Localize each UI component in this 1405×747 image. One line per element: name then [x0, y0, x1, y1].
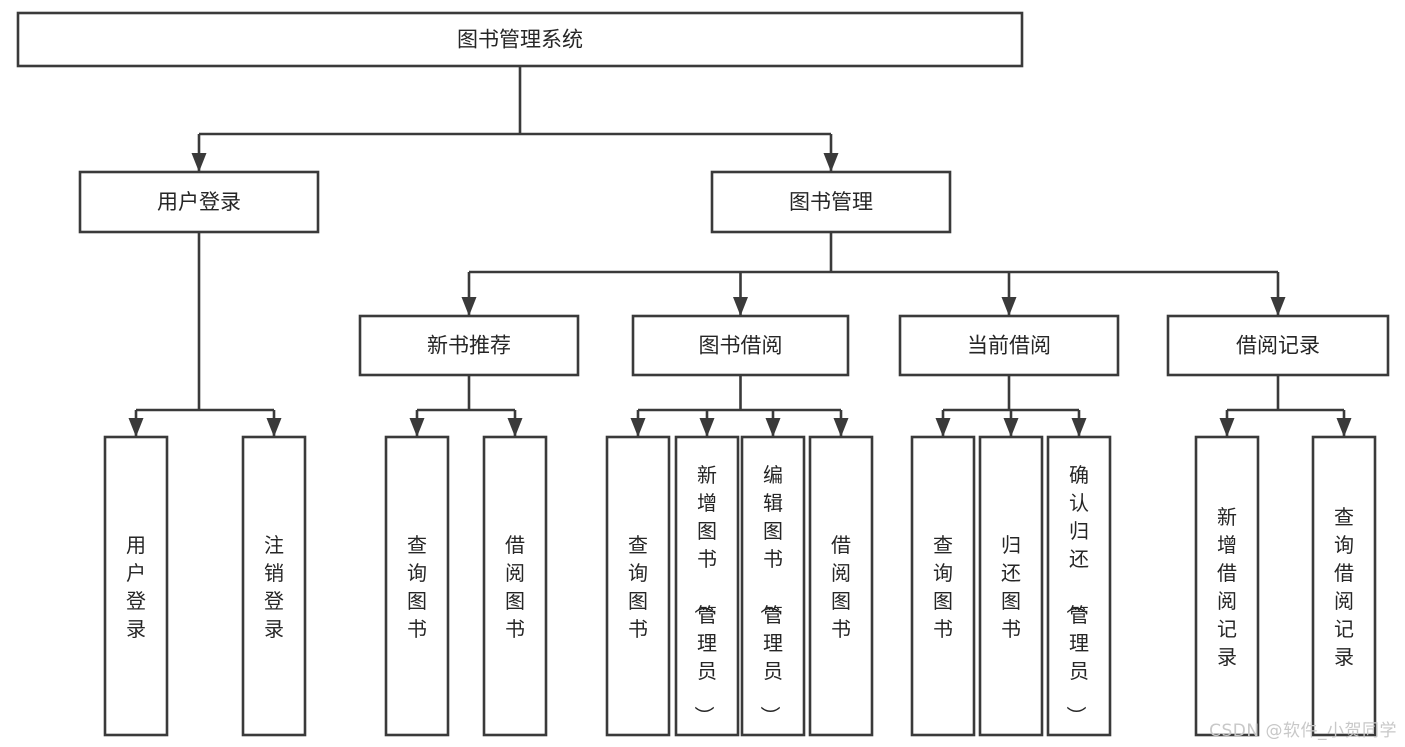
leaf-confirm-return-label: 确认归还（管理员） — [1064, 463, 1089, 726]
connectors-layer — [128, 66, 1352, 437]
current-borrow-box[interactable] — [898, 314, 1120, 377]
leaf-query-book-1-box[interactable] — [384, 435, 450, 737]
leaf-add-book-box[interactable] — [674, 435, 740, 737]
leaf-query-book-1-label: 查询图书 — [407, 533, 427, 641]
arrow-head-icon — [128, 418, 144, 437]
leaf-user-login-box[interactable] — [103, 435, 169, 737]
leaf-add-book-node[interactable]: 新增图书（管理员） — [674, 435, 740, 737]
leaf-edit-book-box[interactable] — [740, 435, 806, 737]
borrow-record-node[interactable]: 借阅记录 — [1166, 314, 1390, 377]
arrow-head-icon — [266, 418, 282, 437]
user-login-label: 用户登录 — [157, 190, 241, 214]
book-manage-node[interactable]: 图书管理 — [710, 170, 952, 234]
leaf-add-record-label: 新增借阅记录 — [1217, 505, 1237, 669]
root-label: 图书管理系统 — [457, 28, 583, 52]
leaf-query-record-box[interactable] — [1311, 435, 1377, 737]
arrow-head-icon — [507, 418, 523, 437]
root-box[interactable] — [16, 11, 1024, 68]
leaf-query-book-3-label: 查询图书 — [933, 533, 953, 641]
book-borrow-node[interactable]: 图书借阅 — [631, 314, 850, 377]
leaf-query-book-2-label: 查询图书 — [628, 533, 648, 641]
arrow-head-icon — [461, 297, 477, 316]
leaf-logout-label: 注销登录 — [264, 533, 284, 641]
arrow-head-icon — [1219, 418, 1235, 437]
arrow-head-icon — [935, 418, 951, 437]
leaf-logout-node[interactable]: 注销登录 — [241, 435, 307, 737]
leaf-borrow-book-2-node[interactable]: 借阅图书 — [808, 435, 874, 737]
leaf-borrow-book-1-box[interactable] — [482, 435, 548, 737]
arrow-head-icon — [699, 418, 715, 437]
nodes-layer: 图书管理系统用户登录图书管理新书推荐图书借阅当前借阅借阅记录用户登录注销登录查询… — [16, 11, 1390, 737]
leaf-add-book-label: 新增图书（管理员） — [692, 463, 717, 726]
arrow-head-icon — [1001, 297, 1017, 316]
new-book-recommend-label: 新书推荐 — [427, 334, 511, 358]
leaf-user-login-node[interactable]: 用户登录 — [103, 435, 169, 737]
leaf-query-book-1-node[interactable]: 查询图书 — [384, 435, 450, 737]
leaf-logout-box[interactable] — [241, 435, 307, 737]
book-borrow-box[interactable] — [631, 314, 850, 377]
book-manage-box[interactable] — [710, 170, 952, 234]
arrow-head-icon — [1270, 297, 1286, 316]
root-node[interactable]: 图书管理系统 — [16, 11, 1024, 68]
arrow-head-icon — [765, 418, 781, 437]
leaf-return-book-label: 归还图书 — [1001, 533, 1021, 641]
user-login-box[interactable] — [78, 170, 320, 234]
arrow-head-icon — [733, 297, 748, 316]
current-borrow-node[interactable]: 当前借阅 — [898, 314, 1120, 377]
leaf-query-record-label: 查询借阅记录 — [1334, 505, 1354, 669]
arrow-head-icon — [833, 418, 849, 437]
leaf-add-record-box[interactable] — [1194, 435, 1260, 737]
leaf-return-book-node[interactable]: 归还图书 — [978, 435, 1044, 737]
user-login-node[interactable]: 用户登录 — [78, 170, 320, 234]
current-borrow-label: 当前借阅 — [967, 334, 1051, 358]
book-manage-label: 图书管理 — [789, 190, 873, 214]
leaf-return-book-box[interactable] — [978, 435, 1044, 737]
leaf-query-book-2-node[interactable]: 查询图书 — [605, 435, 671, 737]
leaf-confirm-return-node[interactable]: 确认归还（管理员） — [1046, 435, 1112, 737]
book-borrow-label: 图书借阅 — [699, 334, 783, 358]
leaf-borrow-book-1-node[interactable]: 借阅图书 — [482, 435, 548, 737]
arrow-head-icon — [1336, 418, 1352, 437]
arrow-head-icon — [630, 418, 646, 437]
new-book-recommend-node[interactable]: 新书推荐 — [358, 314, 580, 377]
new-book-recommend-box[interactable] — [358, 314, 580, 377]
arrow-head-icon — [823, 153, 839, 172]
leaf-query-book-3-node[interactable]: 查询图书 — [910, 435, 976, 737]
arrow-head-icon — [191, 153, 207, 172]
leaf-confirm-return-box[interactable] — [1046, 435, 1112, 737]
leaf-borrow-book-2-label: 借阅图书 — [831, 533, 851, 641]
leaf-query-book-3-box[interactable] — [910, 435, 976, 737]
leaf-edit-book-label: 编辑图书（管理员） — [758, 463, 783, 726]
leaf-query-book-2-box[interactable] — [605, 435, 671, 737]
leaf-borrow-book-1-label: 借阅图书 — [505, 533, 525, 641]
leaf-user-login-label: 用户登录 — [126, 533, 146, 641]
csdn-watermark: CSDN @软件_小贺同学 — [1209, 721, 1397, 741]
leaf-add-record-node[interactable]: 新增借阅记录 — [1194, 435, 1260, 737]
leaf-query-record-node[interactable]: 查询借阅记录 — [1311, 435, 1377, 737]
borrow-record-label: 借阅记录 — [1236, 334, 1320, 358]
leaf-edit-book-node[interactable]: 编辑图书（管理员） — [740, 435, 806, 737]
arrow-head-icon — [1003, 418, 1019, 437]
leaf-borrow-book-2-box[interactable] — [808, 435, 874, 737]
arrow-head-icon — [1071, 418, 1087, 437]
arrow-head-icon — [409, 418, 425, 437]
borrow-record-box[interactable] — [1166, 314, 1390, 377]
